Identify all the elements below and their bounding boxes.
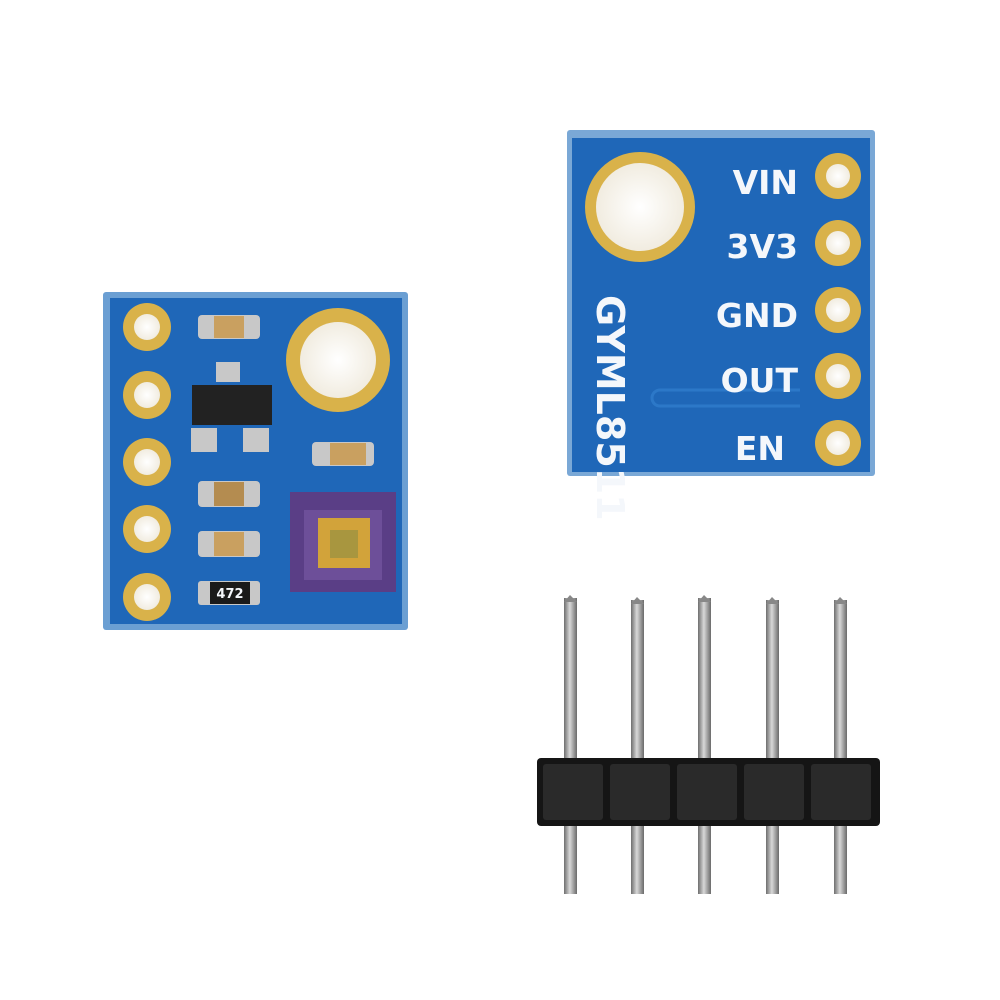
front-pin-pads (123, 303, 171, 621)
pin-pad (815, 220, 861, 266)
mounting-hole (585, 152, 695, 262)
model-label: GYML8511 (588, 295, 632, 521)
pin-header (537, 595, 880, 894)
smd-capacitor (198, 315, 260, 339)
pin-pad (123, 371, 171, 419)
pin-pad (815, 287, 861, 333)
header-pin (631, 597, 644, 894)
front-board: 472 (103, 292, 408, 630)
smd-resistor: 472 (198, 581, 260, 605)
header-pin (698, 595, 711, 894)
smd-capacitor (198, 481, 260, 507)
pin-pad (123, 573, 171, 621)
pin-pad (123, 303, 171, 351)
back-pin-pads (815, 153, 861, 466)
header-pin (564, 595, 577, 894)
header-pin (834, 597, 847, 894)
pcb-trace (650, 388, 800, 408)
header-pin (766, 597, 779, 894)
mounting-hole (286, 308, 390, 412)
smd-capacitor (312, 442, 374, 466)
smd-capacitor (198, 531, 260, 557)
pin-pad (123, 438, 171, 486)
resistor-code: 472 (216, 587, 243, 602)
back-board: GYML8511 VIN 3V3 GND OUT EN (567, 130, 875, 521)
pin-label-3v3: 3V3 (727, 227, 798, 266)
back-pin-labels: VIN 3V3 GND OUT EN (716, 163, 799, 468)
pin-pad (815, 353, 861, 399)
pin-pad (815, 420, 861, 466)
pin-label-out: OUT (721, 361, 799, 400)
pin-label-vin: VIN (733, 163, 798, 202)
uv-sensor-chip (290, 492, 396, 592)
voltage-regulator-chip (191, 362, 272, 452)
pin-pad (123, 505, 171, 553)
pin-pad (815, 153, 861, 199)
pin-label-gnd: GND (716, 296, 798, 335)
pin-label-en: EN (735, 429, 785, 468)
